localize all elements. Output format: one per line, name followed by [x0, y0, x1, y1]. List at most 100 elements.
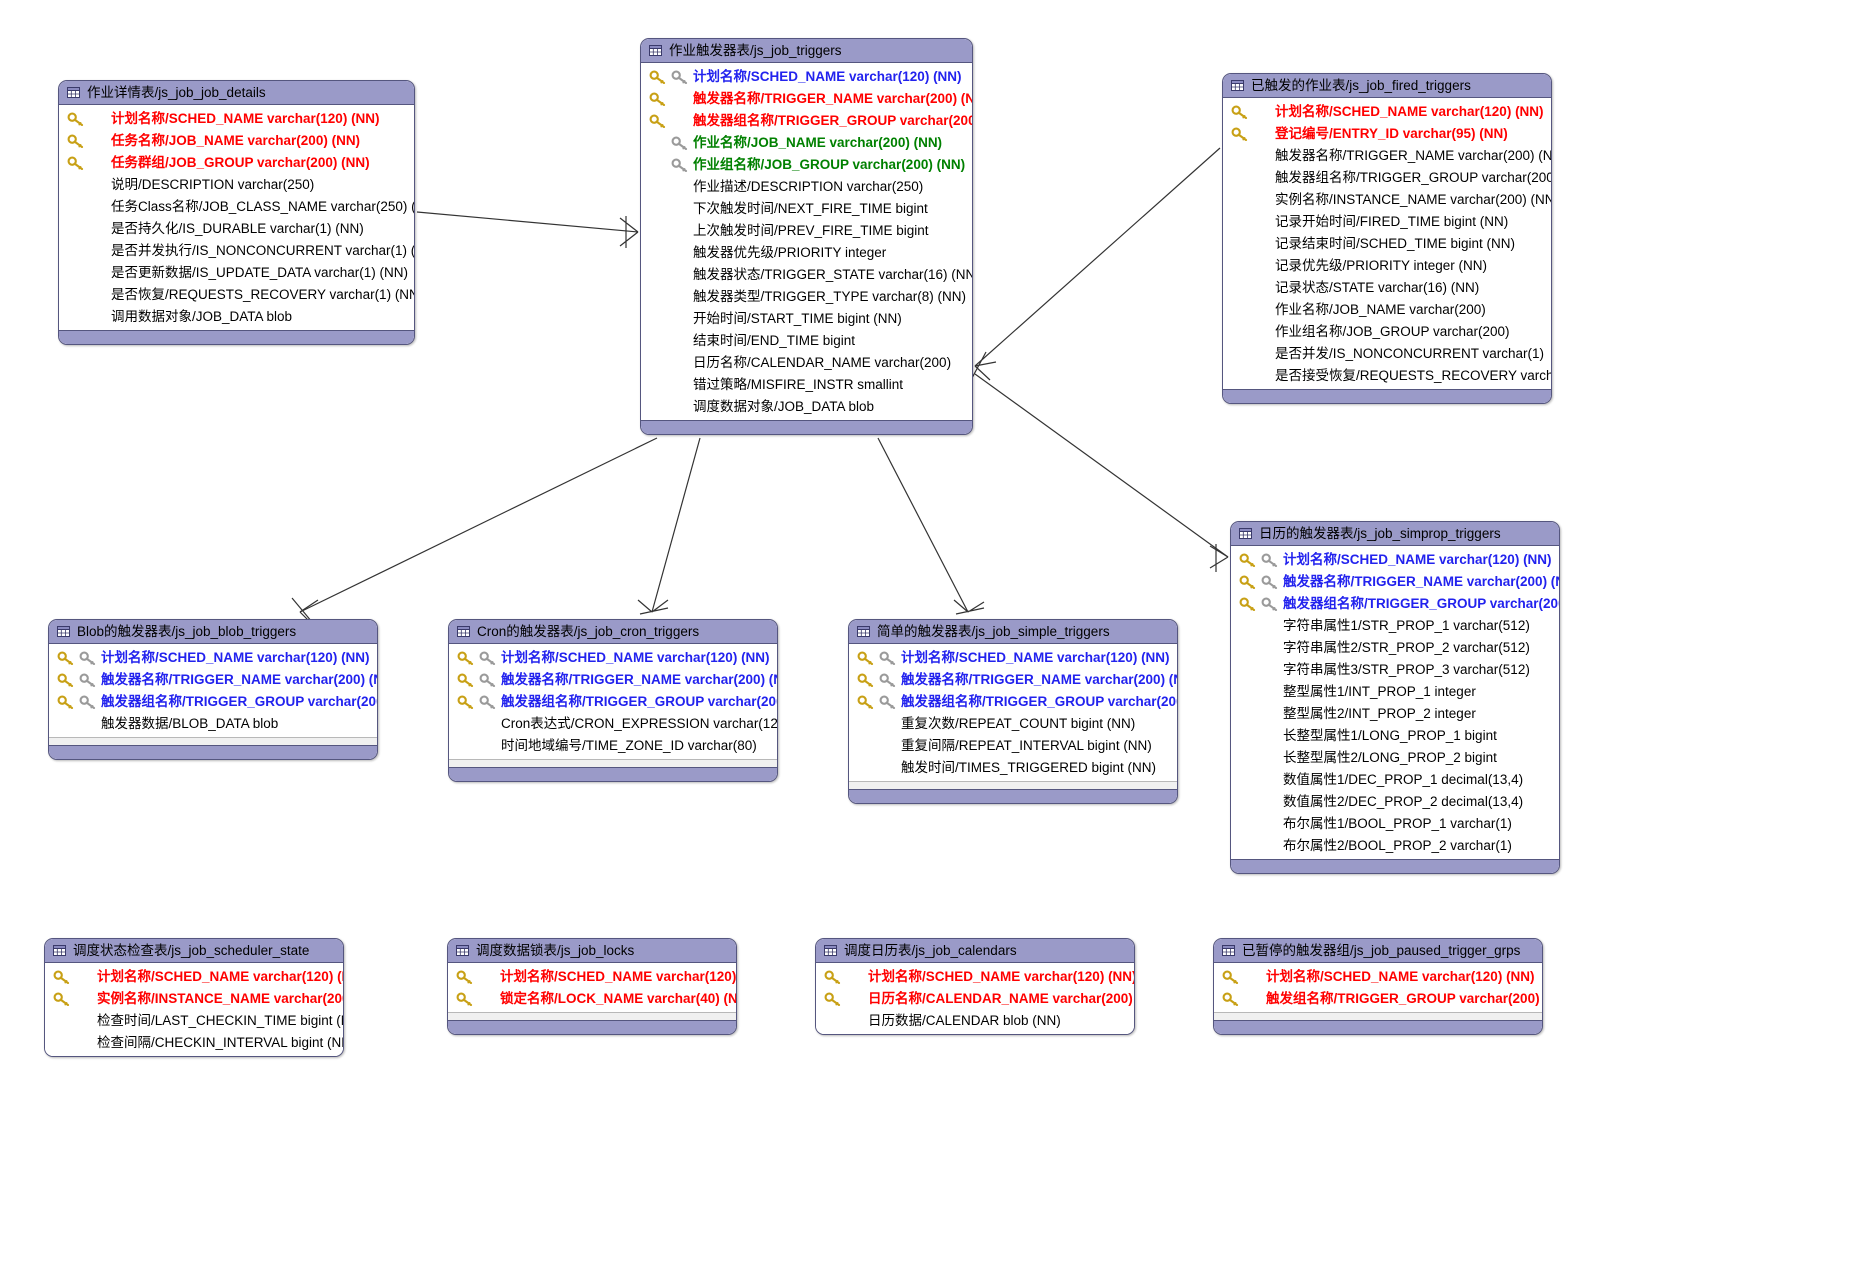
attribute-row-job_details-0[interactable]: 计划名称/SCHED_NAME varchar(120) (NN) — [59, 108, 414, 130]
attribute-row-blob_triggers-3[interactable]: 触发器数据/BLOB_DATA blob — [49, 713, 377, 735]
attribute-row-simprop_triggers-4[interactable]: 字符串属性2/STR_PROP_2 varchar(512) — [1231, 637, 1559, 659]
primary-key-icon — [53, 992, 70, 1006]
attribute-row-job_triggers-12[interactable]: 结束时间/END_TIME bigint — [641, 330, 972, 352]
attribute-row-job_details-2[interactable]: 任务群组/JOB_GROUP varchar(200) (NN) — [59, 152, 414, 174]
attribute-row-job_triggers-2[interactable]: 触发器组名称/TRIGGER_GROUP varchar(200) (NN) — [641, 110, 972, 132]
attribute-row-locks-0[interactable]: 计划名称/SCHED_NAME varchar(120) (NN) — [448, 966, 736, 988]
attribute-row-blob_triggers-2[interactable]: 触发器组名称/TRIGGER_GROUP varchar(200) (NN) — [49, 691, 377, 713]
attribute-row-simprop_triggers-13[interactable]: 布尔属性2/BOOL_PROP_2 varchar(1) — [1231, 835, 1559, 857]
key-slot-empty — [649, 246, 669, 260]
entity-cron_triggers[interactable]: Cron的触发器表/js_job_cron_triggers 计划名称/SCHE… — [448, 619, 778, 782]
key-slot-empty — [671, 356, 691, 370]
attribute-row-fired_triggers-7[interactable]: 记录优先级/PRIORITY integer (NN) — [1223, 255, 1551, 277]
attribute-row-job_triggers-5[interactable]: 作业描述/DESCRIPTION varchar(250) — [641, 176, 972, 198]
attribute-row-fired_triggers-10[interactable]: 作业组名称/JOB_GROUP varchar(200) — [1223, 321, 1551, 343]
attribute-row-job_details-7[interactable]: 是否更新数据/IS_UPDATE_DATA varchar(1) (NN) — [59, 262, 414, 284]
attribute-row-simprop_triggers-12[interactable]: 布尔属性1/BOOL_PROP_1 varchar(1) — [1231, 813, 1559, 835]
attribute-row-job_triggers-6[interactable]: 下次触发时间/NEXT_FIRE_TIME bigint — [641, 198, 972, 220]
entity-locks[interactable]: 调度数据锁表/js_job_locks 计划名称/SCHED_NAME varc… — [447, 938, 737, 1035]
attribute-row-scheduler_state-2[interactable]: 检查时间/LAST_CHECKIN_TIME bigint (NN) — [45, 1010, 343, 1032]
attribute-row-job_triggers-15[interactable]: 调度数据对象/JOB_DATA blob — [641, 396, 972, 418]
attribute-row-job_details-8[interactable]: 是否恢复/REQUESTS_RECOVERY varchar(1) (NN) — [59, 284, 414, 306]
attribute-row-fired_triggers-6[interactable]: 记录结束时间/SCHED_TIME bigint (NN) — [1223, 233, 1551, 255]
attribute-label-job_triggers-15: 调度数据对象/JOB_DATA blob — [693, 399, 875, 415]
attribute-row-scheduler_state-0[interactable]: 计划名称/SCHED_NAME varchar(120) (NN) — [45, 966, 343, 988]
attribute-row-job_triggers-9[interactable]: 触发器状态/TRIGGER_STATE varchar(16) (NN) — [641, 264, 972, 286]
attribute-row-job_details-5[interactable]: 是否持久化/IS_DURABLE varchar(1) (NN) — [59, 218, 414, 240]
attribute-row-job_details-3[interactable]: 说明/DESCRIPTION varchar(250) — [59, 174, 414, 196]
attribute-row-simprop_triggers-5[interactable]: 字符串属性3/STR_PROP_3 varchar(512) — [1231, 659, 1559, 681]
attribute-row-job_details-1[interactable]: 任务名称/JOB_NAME varchar(200) (NN) — [59, 130, 414, 152]
attribute-row-job_triggers-11[interactable]: 开始时间/START_TIME bigint (NN) — [641, 308, 972, 330]
attribute-row-job_triggers-0[interactable]: 计划名称/SCHED_NAME varchar(120) (NN) — [641, 66, 972, 88]
attribute-row-job_triggers-7[interactable]: 上次触发时间/PREV_FIRE_TIME bigint — [641, 220, 972, 242]
attribute-row-job_details-6[interactable]: 是否并发执行/IS_NONCONCURRENT varchar(1) (NN) — [59, 240, 414, 262]
entity-fired_triggers[interactable]: 已触发的作业表/js_job_fired_triggers 计划名称/SCHED… — [1222, 73, 1552, 404]
entity-simprop_triggers[interactable]: 日历的触发器表/js_job_simprop_triggers 计划名称/SCH… — [1230, 521, 1560, 874]
attribute-row-calendars-2[interactable]: 日历数据/CALENDAR blob (NN) — [816, 1010, 1134, 1032]
attribute-row-job_details-4[interactable]: 任务Class名称/JOB_CLASS_NAME varchar(250) (N… — [59, 196, 414, 218]
attribute-row-simprop_triggers-2[interactable]: 触发器组名称/TRIGGER_GROUP varchar(200) (NN) — [1231, 593, 1559, 615]
attribute-row-job_triggers-3[interactable]: 作业名称/JOB_NAME varchar(200) (NN) — [641, 132, 972, 154]
attribute-row-fired_triggers-9[interactable]: 作业名称/JOB_NAME varchar(200) — [1223, 299, 1551, 321]
attribute-row-simprop_triggers-1[interactable]: 触发器名称/TRIGGER_NAME varchar(200) (NN) — [1231, 571, 1559, 593]
attribute-row-cron_triggers-2[interactable]: 触发器组名称/TRIGGER_GROUP varchar(200) (NN) — [449, 691, 777, 713]
attribute-row-simprop_triggers-0[interactable]: 计划名称/SCHED_NAME varchar(120) (NN) — [1231, 549, 1559, 571]
attribute-row-cron_triggers-3[interactable]: Cron表达式/CRON_EXPRESSION varchar(120) (NN… — [449, 713, 777, 735]
attribute-row-cron_triggers-1[interactable]: 触发器名称/TRIGGER_NAME varchar(200) (NN) — [449, 669, 777, 691]
entity-title-fired_triggers: 已触发的作业表/js_job_fired_triggers — [1251, 77, 1471, 93]
attribute-row-simprop_triggers-11[interactable]: 数值属性2/DEC_PROP_2 decimal(13,4) — [1231, 791, 1559, 813]
attribute-label-paused_trigger_grps-0: 计划名称/SCHED_NAME varchar(120) (NN) — [1266, 969, 1535, 985]
attribute-row-simprop_triggers-10[interactable]: 数值属性1/DEC_PROP_1 decimal(13,4) — [1231, 769, 1559, 791]
attribute-row-paused_trigger_grps-0[interactable]: 计划名称/SCHED_NAME varchar(120) (NN) — [1214, 966, 1542, 988]
attribute-row-fired_triggers-5[interactable]: 记录开始时间/FIRED_TIME bigint (NN) — [1223, 211, 1551, 233]
attribute-row-job_triggers-4[interactable]: 作业组名称/JOB_GROUP varchar(200) (NN) — [641, 154, 972, 176]
attribute-row-scheduler_state-1[interactable]: 实例名称/INSTANCE_NAME varchar(200) (NN) — [45, 988, 343, 1010]
attribute-row-job_triggers-8[interactable]: 触发器优先级/PRIORITY integer — [641, 242, 972, 264]
attribute-row-simple_triggers-2[interactable]: 触发器组名称/TRIGGER_GROUP varchar(200) (NN) — [849, 691, 1177, 713]
attribute-row-simple_triggers-1[interactable]: 触发器名称/TRIGGER_NAME varchar(200) (NN) — [849, 669, 1177, 691]
attribute-row-simprop_triggers-7[interactable]: 整型属性2/INT_PROP_2 integer — [1231, 703, 1559, 725]
entity-calendars[interactable]: 调度日历表/js_job_calendars 计划名称/SCHED_NAME v… — [815, 938, 1135, 1035]
attribute-row-fired_triggers-0[interactable]: 计划名称/SCHED_NAME varchar(120) (NN) — [1223, 101, 1551, 123]
attribute-row-cron_triggers-0[interactable]: 计划名称/SCHED_NAME varchar(120) (NN) — [449, 647, 777, 669]
key-indicators-fired_triggers-0 — [1231, 105, 1275, 119]
entity-simple_triggers[interactable]: 简单的触发器表/js_job_simple_triggers 计划名称/SCHE… — [848, 619, 1178, 804]
attribute-row-fired_triggers-2[interactable]: 触发器名称/TRIGGER_NAME varchar(200) (NN) — [1223, 145, 1551, 167]
attribute-row-simprop_triggers-9[interactable]: 长整型属性2/LONG_PROP_2 bigint — [1231, 747, 1559, 769]
attribute-row-fired_triggers-4[interactable]: 实例名称/INSTANCE_NAME varchar(200) (NN) — [1223, 189, 1551, 211]
attribute-row-fired_triggers-3[interactable]: 触发器组名称/TRIGGER_GROUP varchar(200) (NN) — [1223, 167, 1551, 189]
entity-job_triggers[interactable]: 作业触发器表/js_job_triggers 计划名称/SCHED_NAME v… — [640, 38, 973, 435]
attribute-row-simple_triggers-5[interactable]: 触发时间/TIMES_TRIGGERED bigint (NN) — [849, 757, 1177, 779]
attribute-row-simple_triggers-4[interactable]: 重复间隔/REPEAT_INTERVAL bigint (NN) — [849, 735, 1177, 757]
attribute-row-fired_triggers-1[interactable]: 登记编号/ENTRY_ID varchar(95) (NN) — [1223, 123, 1551, 145]
attribute-label-job_triggers-14: 错过策略/MISFIRE_INSTR smallint — [693, 377, 904, 393]
entity-blob_triggers[interactable]: Blob的触发器表/js_job_blob_triggers 计划名称/SCHE… — [48, 619, 378, 760]
entity-scheduler_state[interactable]: 调度状态检查表/js_job_scheduler_state 计划名称/SCHE… — [44, 938, 344, 1057]
key-slot-empty — [1231, 193, 1251, 207]
attribute-row-paused_trigger_grps-1[interactable]: 触发组名称/TRIGGER_GROUP varchar(200) (NN) — [1214, 988, 1542, 1010]
attribute-row-fired_triggers-8[interactable]: 记录状态/STATE varchar(16) (NN) — [1223, 277, 1551, 299]
attribute-row-calendars-0[interactable]: 计划名称/SCHED_NAME varchar(120) (NN) — [816, 966, 1134, 988]
attribute-row-job_triggers-10[interactable]: 触发器类型/TRIGGER_TYPE varchar(8) (NN) — [641, 286, 972, 308]
attribute-row-simprop_triggers-3[interactable]: 字符串属性1/STR_PROP_1 varchar(512) — [1231, 615, 1559, 637]
attribute-row-simple_triggers-3[interactable]: 重复次数/REPEAT_COUNT bigint (NN) — [849, 713, 1177, 735]
attribute-row-fired_triggers-12[interactable]: 是否接受恢复/REQUESTS_RECOVERY varchar(1) — [1223, 365, 1551, 387]
attribute-row-blob_triggers-1[interactable]: 触发器名称/TRIGGER_NAME varchar(200) (NN) — [49, 669, 377, 691]
attribute-row-simple_triggers-0[interactable]: 计划名称/SCHED_NAME varchar(120) (NN) — [849, 647, 1177, 669]
attribute-row-cron_triggers-4[interactable]: 时间地域编号/TIME_ZONE_ID varchar(80) — [449, 735, 777, 757]
entity-job_details[interactable]: 作业详情表/js_job_job_details 计划名称/SCHED_NAME… — [58, 80, 415, 345]
key-slot-empty — [879, 761, 899, 775]
attribute-row-blob_triggers-0[interactable]: 计划名称/SCHED_NAME varchar(120) (NN) — [49, 647, 377, 669]
attribute-row-fired_triggers-11[interactable]: 是否并发/IS_NONCONCURRENT varchar(1) — [1223, 343, 1551, 365]
attribute-row-job_triggers-13[interactable]: 日历名称/CALENDAR_NAME varchar(200) — [641, 352, 972, 374]
attribute-row-simprop_triggers-8[interactable]: 长整型属性1/LONG_PROP_1 bigint — [1231, 725, 1559, 747]
attribute-row-simprop_triggers-6[interactable]: 整型属性1/INT_PROP_1 integer — [1231, 681, 1559, 703]
attribute-row-job_triggers-14[interactable]: 错过策略/MISFIRE_INSTR smallint — [641, 374, 972, 396]
entity-paused_trigger_grps[interactable]: 已暂停的触发器组/js_job_paused_trigger_grps 计划名称… — [1213, 938, 1543, 1035]
attribute-row-job_details-9[interactable]: 调用数据对象/JOB_DATA blob — [59, 306, 414, 328]
attribute-row-job_triggers-1[interactable]: 触发器名称/TRIGGER_NAME varchar(200) (NN) — [641, 88, 972, 110]
attribute-row-scheduler_state-3[interactable]: 检查间隔/CHECKIN_INTERVAL bigint (NN) — [45, 1032, 343, 1054]
attribute-row-calendars-1[interactable]: 日历名称/CALENDAR_NAME varchar(200) (NN) — [816, 988, 1134, 1010]
attribute-row-locks-1[interactable]: 锁定名称/LOCK_NAME varchar(40) (NN) — [448, 988, 736, 1010]
